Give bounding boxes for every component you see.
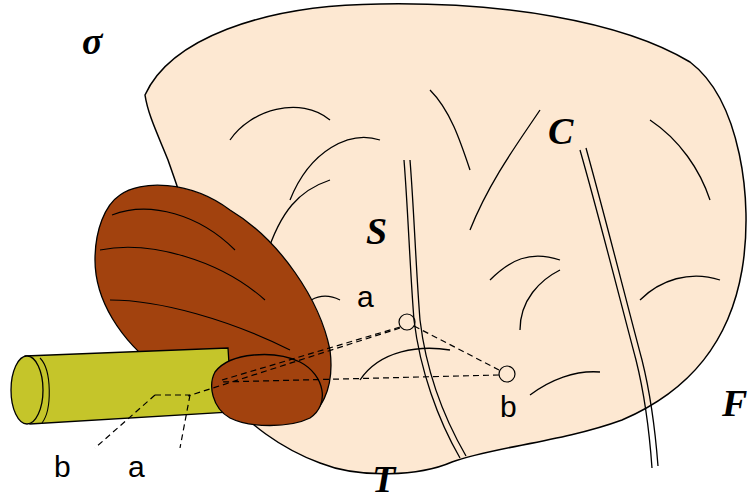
point-a: [399, 314, 415, 330]
brain-stem: [25, 348, 232, 424]
stem-end-rim: [40, 358, 49, 423]
point-b: [499, 366, 515, 382]
region-letter: σ: [82, 22, 102, 60]
brain-stem-end: [11, 356, 43, 424]
region-letter: T: [372, 460, 395, 498]
pons: [212, 355, 323, 426]
region-letter: C: [548, 112, 573, 150]
point-label: a: [357, 282, 374, 312]
point-label: b: [54, 452, 71, 482]
point-label: a: [128, 452, 145, 482]
cerebellum-folia: [100, 209, 290, 350]
region-letter: F: [722, 384, 747, 422]
point-label: b: [500, 392, 517, 422]
leader-lines: [95, 314, 515, 448]
region-letter: S: [366, 212, 387, 250]
